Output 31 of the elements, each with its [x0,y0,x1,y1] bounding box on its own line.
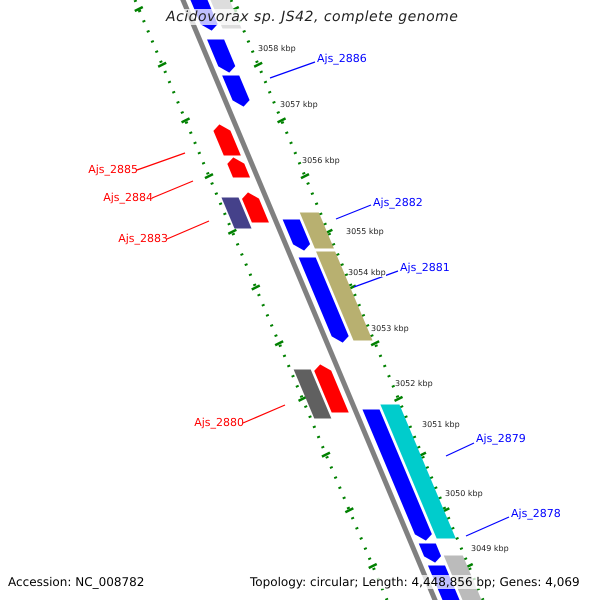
gene-label: Ajs_2878 [511,507,561,520]
gene-label: Ajs_2885 [88,163,138,176]
leader-line [354,270,398,288]
gene-label: Ajs_2881 [400,261,450,274]
leader-line [242,404,286,424]
gene-label: Ajs_2886 [317,52,367,65]
position-label: 3057 kbp [280,100,318,109]
genome-info-text: Topology: circular; Length: 4,448,856 bp; Genes: 4,069 [250,575,580,589]
leader-line [270,61,316,79]
position-label: 3051 kbp [422,420,460,429]
position-label: 3053 kbp [371,324,409,333]
chart-title: Acidovorax sp. JS42, complete genome [166,9,458,25]
gene-label: Ajs_2879 [476,432,526,445]
gene-label: Ajs_2883 [118,232,168,245]
leader-line [336,204,372,220]
position-label: 3056 kbp [302,156,340,165]
position-label: 3052 kbp [395,379,433,388]
gene-label: Ajs_2880 [194,416,244,429]
leader-line [466,516,510,537]
leader-line [446,442,474,457]
position-label: 3050 kbp [445,489,483,498]
leader-line [152,180,194,199]
accession-label: Accession: NC_008782 [8,575,144,589]
leader-line [166,220,210,240]
gene-label: Ajs_2884 [103,191,153,204]
position-label: 3049 kbp [471,544,509,553]
leader-line [136,152,186,171]
position-label: 3055 kbp [346,227,384,236]
gene-label: Ajs_2882 [373,196,423,209]
position-label: 3054 kbp [348,268,386,277]
position-label: 3058 kbp [258,44,296,53]
